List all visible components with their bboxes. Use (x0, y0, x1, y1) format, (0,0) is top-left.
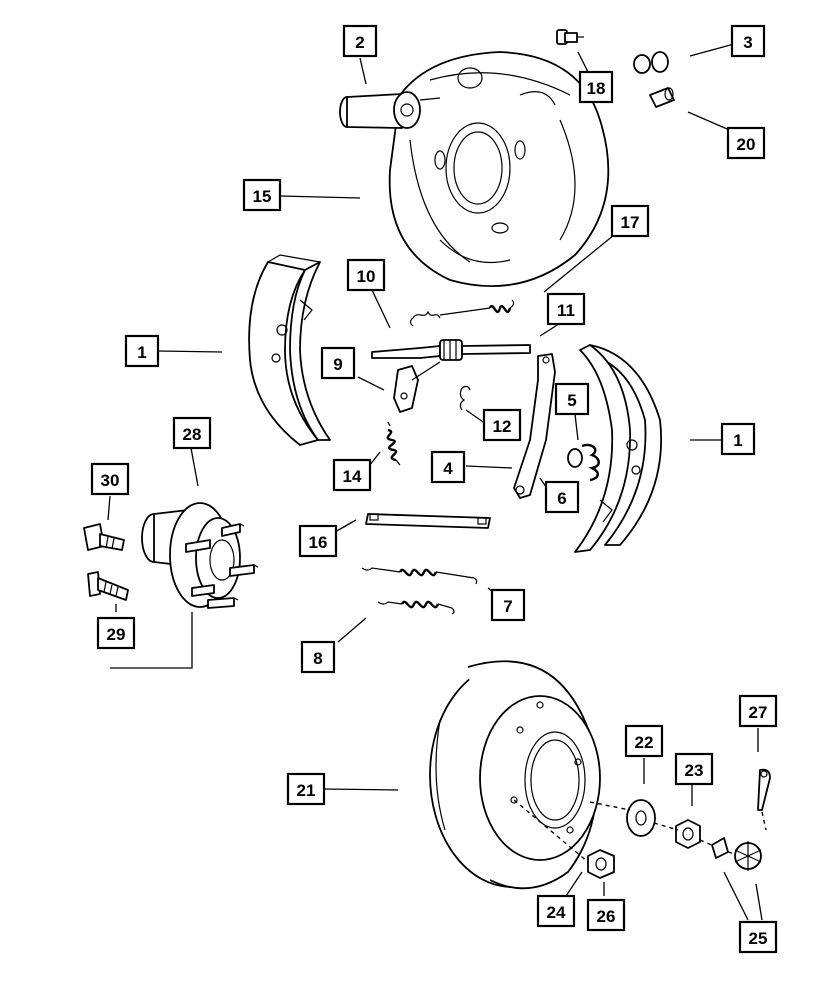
callout-10: 10 (346, 258, 386, 292)
hub-nut (675, 819, 701, 849)
callout-28: 28 (172, 416, 212, 450)
callout-21: 21 (286, 772, 326, 806)
svg-text:22: 22 (635, 733, 654, 752)
hold-down-spring (386, 421, 401, 466)
svg-text:25: 25 (749, 929, 768, 948)
callout-18: 18 (578, 70, 614, 104)
svg-text:29: 29 (107, 625, 126, 644)
svg-text:12: 12 (493, 417, 512, 436)
callout-17: 17 (610, 204, 650, 238)
hub-bolt (83, 523, 125, 551)
callout-2: 2 (342, 24, 378, 58)
parking-brake-lever (513, 353, 556, 499)
callout-11: 11 (546, 292, 586, 326)
wheel-stud (87, 571, 129, 601)
svg-text:11: 11 (557, 301, 575, 320)
svg-text:10: 10 (357, 267, 376, 286)
brake-drum (429, 660, 601, 890)
callout-12: 12 (482, 408, 522, 442)
nut-lock (711, 837, 762, 871)
callout-26: 26 (586, 898, 626, 932)
adjuster-spring (377, 600, 455, 615)
callout-9: 9 (320, 346, 356, 380)
svg-text:15: 15 (253, 187, 272, 206)
svg-text:24: 24 (547, 903, 566, 922)
svg-text:26: 26 (597, 907, 616, 926)
callout-6: 6 (544, 480, 580, 514)
svg-text:3: 3 (743, 33, 752, 52)
wheel-cylinder (339, 91, 441, 129)
callout-23: 23 (674, 752, 714, 786)
callout-5: 5 (554, 382, 590, 416)
brake-shoe-right (574, 344, 663, 553)
callout-30: 30 (90, 462, 130, 496)
callout-1-left: 1 (124, 334, 160, 368)
svg-text:2: 2 (355, 33, 364, 52)
upper-return-spring (409, 299, 515, 327)
svg-text:7: 7 (503, 597, 512, 616)
svg-text:1: 1 (137, 343, 146, 362)
hub-bearing (141, 502, 259, 609)
svg-text:27: 27 (749, 703, 768, 722)
callout-20: 20 (726, 126, 766, 160)
callout-3: 3 (730, 24, 766, 58)
bleeder-screw (556, 29, 584, 45)
callout-24: 24 (536, 894, 576, 928)
callout-29: 29 (96, 616, 136, 650)
callout-27: 27 (738, 694, 778, 728)
callout-22: 22 (624, 724, 664, 758)
callout-15: 15 (242, 178, 282, 212)
brake-shoe-left (248, 254, 331, 446)
svg-text:1: 1 (733, 431, 742, 450)
callout-14: 14 (332, 458, 372, 492)
svg-text:14: 14 (343, 467, 362, 486)
leader-lines (107, 43, 763, 921)
backing-plate (388, 51, 610, 288)
hold-down-plate (365, 513, 491, 529)
cotter-pin (757, 768, 771, 811)
adjuster-lever (393, 361, 441, 413)
svg-text:30: 30 (101, 471, 120, 490)
svg-text:17: 17 (621, 213, 640, 232)
svg-text:4: 4 (443, 459, 453, 478)
lower-return-spring (361, 567, 478, 585)
retainer-spring (567, 443, 600, 482)
svg-text:5: 5 (567, 391, 576, 410)
washer (626, 799, 656, 837)
callout-25: 25 (738, 920, 778, 954)
callout-16: 16 (298, 524, 338, 558)
lever-spring (459, 385, 471, 411)
callout-7: 7 (490, 588, 526, 622)
svg-text:8: 8 (313, 649, 322, 668)
callout-1-right: 1 (720, 422, 756, 456)
access-plug (649, 87, 675, 108)
svg-text:18: 18 (587, 79, 606, 98)
svg-text:23: 23 (685, 761, 704, 780)
svg-text:20: 20 (737, 135, 756, 154)
lug-nut (587, 849, 615, 879)
svg-text:16: 16 (309, 533, 328, 552)
bleeder-cap (633, 51, 669, 74)
svg-text:9: 9 (333, 355, 342, 374)
adjuster-strut (371, 339, 531, 361)
callout-4: 4 (430, 450, 466, 484)
callout-8: 8 (300, 640, 336, 674)
svg-text:21: 21 (297, 781, 316, 800)
svg-text:6: 6 (557, 489, 566, 508)
svg-text:28: 28 (183, 425, 202, 444)
